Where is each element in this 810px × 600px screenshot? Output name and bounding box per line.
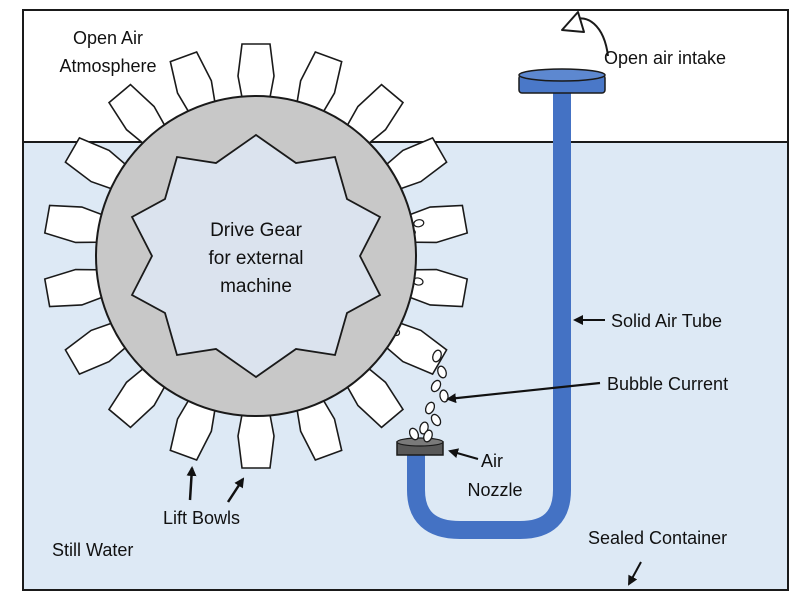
air-intake-label: Open air intake [604, 48, 726, 68]
bubble-current [408, 349, 449, 443]
open-air-label-line2: Atmosphere [59, 56, 156, 76]
bubble [408, 427, 420, 441]
drive-gear-label-line3: machine [220, 276, 292, 297]
solid-air-tube [407, 90, 571, 539]
bubble [437, 365, 447, 379]
solid-air-tube-label: Solid Air Tube [611, 311, 722, 331]
bubble-current-arrow [446, 381, 601, 404]
air-nozzle-label-line1: Air [481, 451, 503, 471]
drive-gear-label-line1: Drive Gear [210, 220, 303, 241]
bubble [432, 349, 442, 363]
bubble [424, 401, 436, 415]
sealed-container-arrow [628, 561, 642, 586]
lift-bowls-label: Lift Bowls [163, 508, 240, 528]
intake-arrow-icon [561, 11, 609, 57]
lift-bowls-arrow-right [226, 477, 245, 503]
container-outline [22, 9, 789, 591]
air-nozzle [396, 437, 444, 456]
lift-bowls-arrow-left [186, 466, 197, 501]
bubble [430, 413, 442, 427]
air-nozzle-label-line2: Nozzle [467, 480, 522, 500]
bubble [430, 379, 442, 393]
drive-gear-label-line2: for external [208, 248, 303, 269]
open-air-label-line1: Open Air [73, 28, 143, 48]
still-water-label: Still Water [52, 540, 133, 560]
air-nozzle-arrow [448, 448, 479, 460]
air-bubble [413, 219, 425, 228]
sealed-container-label: Sealed Container [588, 528, 727, 548]
drive-gear [130, 133, 382, 379]
air-intake-cap [518, 68, 606, 94]
bubble-current-label: Bubble Current [607, 374, 728, 394]
bubble [423, 429, 433, 443]
